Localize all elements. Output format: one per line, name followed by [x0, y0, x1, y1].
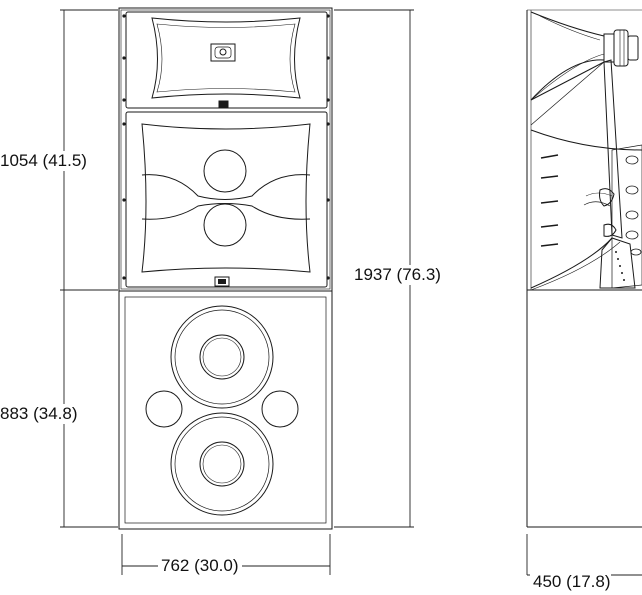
mid-horn-waveguide-upper [141, 174, 311, 200]
side-hardware [625, 155, 642, 256]
compression-driver-throat-inner [214, 46, 232, 59]
side-mid-horn-lower [530, 237, 613, 289]
upper-cabinet-inner-outline [120, 9, 331, 290]
hf-panel-latch [218, 100, 229, 109]
hf-horn-mouth-inner [156, 23, 296, 93]
side-hf-horn-inner [539, 15, 601, 41]
jbl-logo-badge [214, 276, 230, 287]
bass-port-right [261, 390, 299, 428]
side-mid-driver-lower [603, 223, 617, 237]
side-brace-upper [530, 61, 605, 101]
side-mid-horn-upper [530, 129, 642, 151]
lower-woofer-surround-inner [174, 416, 270, 512]
upper-cabinet [118, 7, 333, 292]
side-compression-driver [603, 33, 615, 63]
bass-port-left [145, 390, 183, 428]
hf-horn-mouth [151, 17, 301, 99]
dimension-lines [60, 9, 642, 576]
lower-grille-frame [124, 296, 327, 524]
side-support-strut [603, 59, 623, 239]
side-mounting-tabs [540, 154, 559, 247]
lower-cabinet [118, 290, 333, 530]
side-bolts [615, 251, 625, 281]
mid-horn-mouth [141, 123, 311, 273]
side-brace-diagonal [530, 61, 605, 126]
upper-woofer-dustcap [199, 334, 245, 380]
mid-horn-waveguide-lower [141, 203, 311, 220]
side-driver-cap [627, 35, 639, 61]
lower-cabinet-outline [118, 290, 333, 530]
lower-woofer-dustcap-inner [202, 444, 242, 484]
side-view [526, 9, 642, 528]
side-hf-horn [530, 11, 605, 101]
throat-center [219, 48, 227, 56]
upper-woofer-dustcap-inner [202, 337, 242, 377]
upper-cabinet-height-label: 1054 (41.5) [0, 151, 90, 171]
upper-woofer-surround-inner [174, 309, 270, 405]
total-height-label: 1937 (76.3) [351, 265, 444, 285]
mid-driver-upper [203, 149, 247, 193]
side-driver-bracket [599, 237, 636, 289]
lower-cabinet-height-label: 883 (34.8) [0, 404, 81, 424]
upper-woofer-surround [170, 305, 274, 409]
side-mid-driver-upper [599, 188, 615, 207]
side-hf-horn-lower [530, 53, 605, 101]
side-driver-magnet [613, 29, 629, 67]
compression-driver-throat [210, 43, 236, 62]
upper-cabinet-screws [122, 14, 330, 280]
lower-woofer-surround [170, 412, 274, 516]
side-mid-driver-frame [611, 144, 642, 289]
mid-driver-lower [203, 203, 247, 247]
jbl-logo-mark [218, 279, 226, 284]
width-label: 762 (30.0) [158, 556, 242, 576]
lower-woofer-dustcap [199, 441, 245, 487]
depth-label: 450 (17.8) [530, 572, 611, 592]
